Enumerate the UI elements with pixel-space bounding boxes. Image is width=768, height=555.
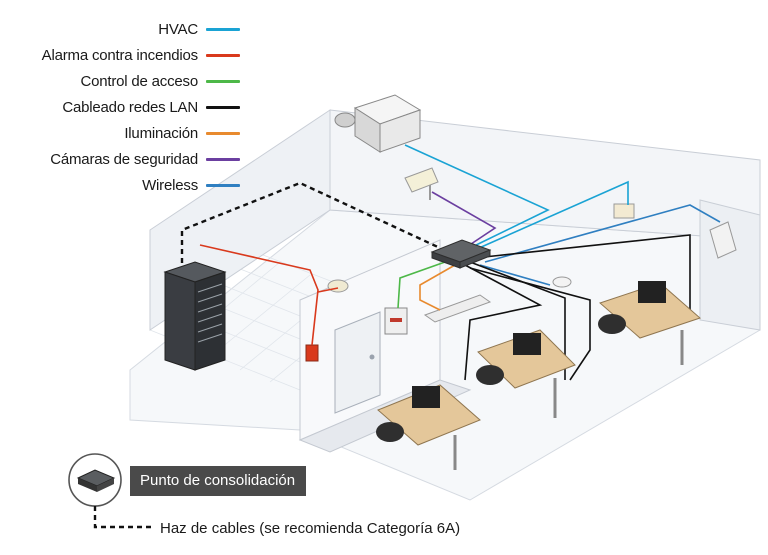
hvac-cable	[404, 144, 550, 249]
workstation-2	[476, 329, 576, 418]
hvac-unit	[334, 94, 422, 153]
legend-item: Cámaras de seguridad	[50, 148, 240, 170]
lan-to-desk-1	[464, 264, 543, 381]
cable-bundle-label: Haz de cables (se recomienda Categoría 6…	[160, 520, 461, 537]
wireless-access-point	[709, 221, 737, 259]
consolidation-point-icon	[68, 453, 122, 507]
fire-alarm-pull	[305, 344, 319, 362]
legend-label: Cámaras de seguridad	[50, 150, 198, 168]
cable-bundle-dashed	[93, 506, 155, 529]
lan-trunk-dashed	[180, 181, 441, 272]
workstation-3	[598, 281, 701, 365]
light-fixture	[423, 294, 492, 323]
legend-swatch	[206, 183, 240, 187]
fire-alarm-cable-2	[317, 287, 339, 293]
legend-item: HVAC	[158, 18, 240, 40]
access-control-cable	[397, 261, 446, 309]
ceiling-sensor	[552, 276, 572, 288]
access-control-panel	[384, 307, 408, 335]
cable-runs	[199, 144, 721, 381]
door-handle	[369, 354, 375, 360]
door	[334, 311, 381, 414]
legend-label: Wireless	[142, 176, 198, 194]
server-rack	[163, 261, 227, 371]
right-wall	[699, 199, 761, 331]
legend-item: Control de acceso	[80, 70, 240, 92]
security-camera	[404, 167, 439, 200]
legend-swatch	[206, 157, 240, 161]
camera-cable	[431, 191, 497, 249]
consolidation-point-label: Punto de consolidación	[130, 466, 306, 496]
lan-to-desk-3	[474, 234, 691, 320]
lighting-cable	[419, 264, 456, 311]
legend-item: Cableado redes LAN	[62, 96, 240, 118]
legend-swatch	[206, 79, 240, 83]
legend-swatch	[206, 131, 240, 135]
fire-alarm-cable	[199, 244, 319, 346]
legend-label: Control de acceso	[80, 72, 198, 90]
legend-label: Cableado redes LAN	[62, 98, 198, 116]
lan-to-desk-2	[469, 261, 566, 380]
legend-label: HVAC	[158, 20, 198, 38]
legend-swatch	[206, 27, 240, 31]
legend-label: Iluminación	[124, 124, 198, 142]
legend-swatch	[206, 53, 240, 57]
legend-label: Alarma contra incendios	[41, 46, 199, 64]
lan-to-desk-4	[469, 267, 591, 381]
network-switch	[430, 239, 492, 269]
legend-item: Wireless	[142, 174, 240, 196]
legend-swatch	[206, 105, 240, 109]
legend-item: Alarma contra incendios	[42, 44, 240, 66]
workstation-1	[376, 384, 481, 470]
wireless-cable-2	[479, 264, 551, 286]
legend-item: Iluminación	[124, 122, 240, 144]
hvac-cable-2	[469, 180, 629, 253]
thermostat	[613, 203, 635, 219]
wireless-cable	[484, 204, 721, 263]
